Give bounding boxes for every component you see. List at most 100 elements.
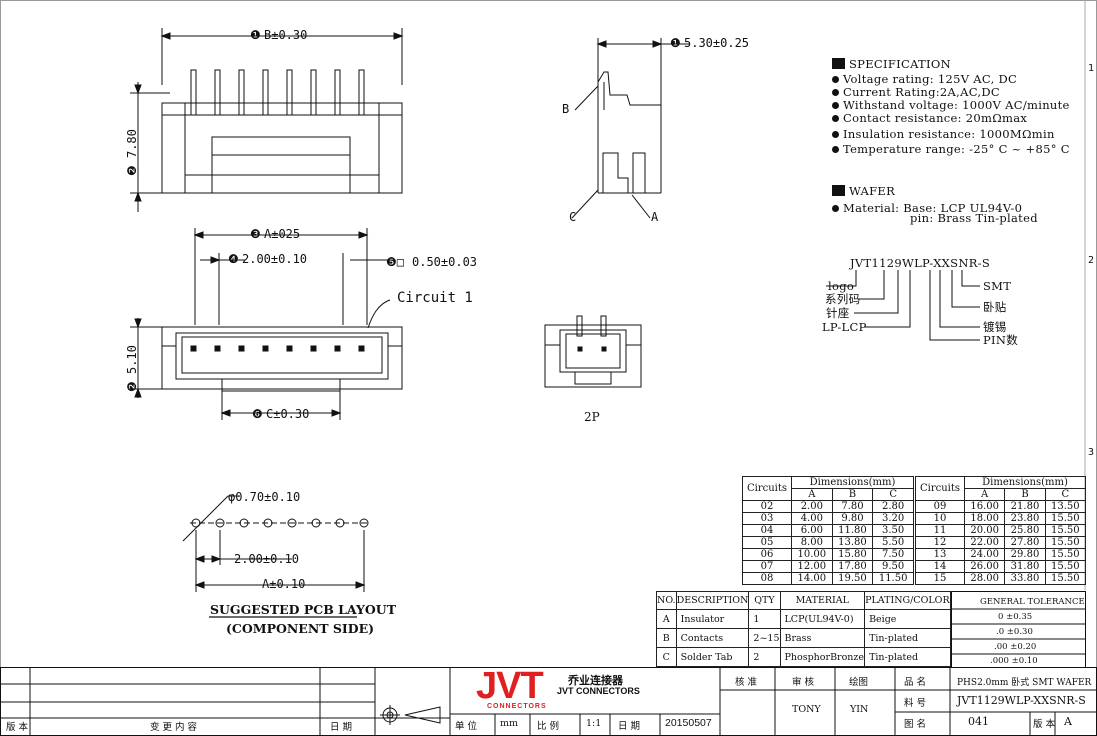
change-column-label: 变 更 内 容 — [150, 722, 198, 733]
table-cell: 18.00 — [963, 512, 1006, 525]
scale-value: 1:1 — [586, 718, 602, 729]
table-cell: 8.00 — [791, 536, 833, 549]
version-value: A — [1064, 715, 1072, 728]
table-cell: 15.50 — [1044, 512, 1087, 525]
th-circuits: Circuits — [915, 476, 965, 501]
marker-4: ❹ — [228, 252, 239, 266]
table-cell: 14.00 — [791, 572, 833, 585]
table-cell: 12.00 — [791, 560, 833, 573]
zone-label: 2 — [1088, 255, 1095, 266]
side-label-a: A — [651, 210, 659, 224]
table-cell: 13 — [915, 548, 965, 561]
pcb-layout-subtitle: (COMPONENT SIDE) — [226, 621, 375, 636]
dim-plan-a: A±025 — [264, 227, 301, 241]
table-cell: 11.50 — [872, 572, 914, 585]
square-bullet-icon — [832, 58, 845, 69]
jvt-logo: JVT — [476, 665, 544, 707]
table-cell: 14 — [915, 560, 965, 573]
scale-label: 比 例 — [537, 721, 560, 732]
date-label: 日 期 — [618, 721, 641, 732]
front-view — [130, 28, 404, 212]
th-dimensions: Dimensions(mm) — [791, 476, 914, 489]
side-label-b: B — [562, 102, 570, 116]
jvt-logo-sub: CONNECTORS — [487, 703, 547, 710]
table-cell: 03 — [742, 512, 792, 525]
unit-label: 单 位 — [455, 721, 478, 732]
zone-label: 1 — [1088, 63, 1095, 74]
pcb-layout — [182, 495, 370, 592]
drawer-name: YIN — [850, 704, 869, 715]
table-cell: 15.50 — [1044, 548, 1087, 561]
table-cell: 21.80 — [1004, 500, 1046, 513]
table-cell: 19.50 — [831, 572, 874, 585]
table-cell: 15 — [915, 572, 965, 585]
part-label-pin-count: PIN数 — [983, 333, 1019, 347]
spec-item: Insulation resistance: 1000MΩmin — [832, 128, 1055, 141]
part-label-tin: 镀锡 — [983, 320, 1007, 334]
date-column-label: 日 期 — [330, 722, 353, 733]
table-cell: Contacts — [675, 628, 750, 648]
table-cell: Insulator — [675, 609, 750, 629]
table-cell: 33.80 — [1004, 572, 1046, 585]
table-cell: 9.80 — [831, 512, 874, 525]
tolerance-1: .0 ±0.30 — [996, 627, 1033, 637]
table-cell: 02 — [742, 500, 792, 513]
table-cell: PhosphorBronze — [779, 647, 866, 667]
table-cell: 13.80 — [831, 536, 874, 549]
table-cell: 6.00 — [791, 524, 833, 537]
th-dimensions: Dimensions(mm) — [964, 476, 1086, 489]
table-cell: 07 — [742, 560, 792, 573]
part-label-series: 系列码 — [825, 292, 861, 306]
dim-plan-pitch: 2.00±0.10 — [242, 252, 308, 266]
rev-column-label: 版 本 — [6, 722, 29, 733]
table-cell: 27.80 — [1004, 536, 1046, 549]
zone-label: 3 — [1088, 447, 1095, 458]
pcb-layout-title: SUGGESTED PCB LAYOUT — [210, 602, 396, 617]
table-cell: 9.50 — [872, 560, 914, 573]
table-cell: 15.50 — [1044, 524, 1087, 537]
part-code: JVT1129WLP-XXSNR-S — [850, 256, 991, 270]
dim-pcb-pitch: 2.00±0.10 — [234, 552, 300, 566]
dim-plan-c: C±0.30 — [266, 407, 310, 421]
tolerance-box — [951, 591, 1086, 668]
product-name-value: PHS2.0mm 卧式 SMT WAFER — [957, 678, 1092, 688]
table-cell: 15.50 — [1044, 536, 1087, 549]
two-pin-label: 2P — [584, 410, 600, 424]
table-cell: 10.00 — [791, 548, 833, 561]
spec-item: Contact resistance: 20mΩmax — [832, 112, 1027, 125]
product-name-label: 品 名 — [904, 677, 927, 688]
spec-item: Voltage rating: 125V AC, DC — [832, 73, 1017, 86]
table-cell: 23.80 — [1004, 512, 1046, 525]
table-cell: 13.50 — [1044, 500, 1087, 513]
tolerance-0: 0 ±0.35 — [998, 612, 1033, 622]
bom-h-qty: QTY — [748, 591, 781, 610]
wafer-title: WAFER — [832, 185, 895, 198]
bom-table: NO. DESCRIPTION QTY MATERIAL PLATING/COL… — [656, 591, 951, 667]
title-block-lines — [0, 667, 1097, 736]
company-name-en: JVT CONNECTORS — [557, 686, 640, 696]
table-cell: B — [656, 628, 677, 648]
th-c: C — [872, 488, 914, 501]
th-c: C — [1044, 488, 1087, 501]
wafer-material: Material: Base: LCP UL94V-0 — [832, 202, 1022, 215]
bom-h-material: MATERIAL — [779, 591, 866, 610]
table-cell: 15.80 — [831, 548, 874, 561]
date-value: 20150507 — [665, 717, 712, 729]
table-cell: 17.80 — [831, 560, 874, 573]
version-label: 版 本 — [1033, 719, 1056, 730]
marker-3: ❸ — [250, 227, 261, 241]
table-cell: 2.00 — [791, 500, 833, 513]
table-cell: Solder Tab — [675, 647, 750, 667]
bom-h-no: NO. — [656, 591, 677, 610]
table-cell: 25.80 — [1004, 524, 1046, 537]
part-label-lcp: LP-LCP — [822, 320, 867, 334]
